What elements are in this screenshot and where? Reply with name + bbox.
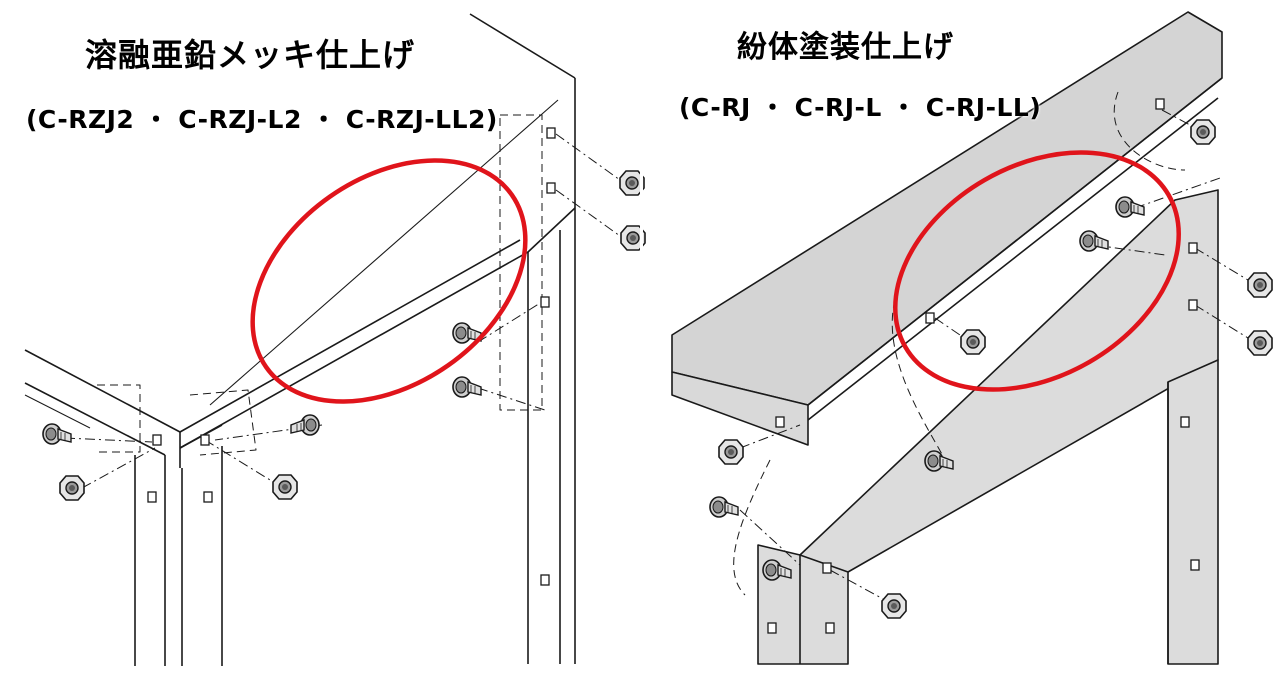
powder-coated-finish-title: 紛体塗装仕上げ [737,30,954,65]
galvanized-finish-title: 溶融亜鉛メッキ仕上げ [85,36,416,74]
powder-coated-model-list: (C-RJ ・ C-RJ-L ・ C-RJ-LL) [679,93,1042,122]
highlight-ring-powder-coated [893,150,1181,392]
top-board [30,0,575,448]
galvanized-shelf-drawing [24,0,621,666]
panel-divider [640,0,643,688]
highlight-ring-galvanized [250,158,528,404]
galvanized-model-list: (C-RZJ2 ・ C-RZJ-L2 ・ C-RZJ-LL2) [26,105,498,134]
